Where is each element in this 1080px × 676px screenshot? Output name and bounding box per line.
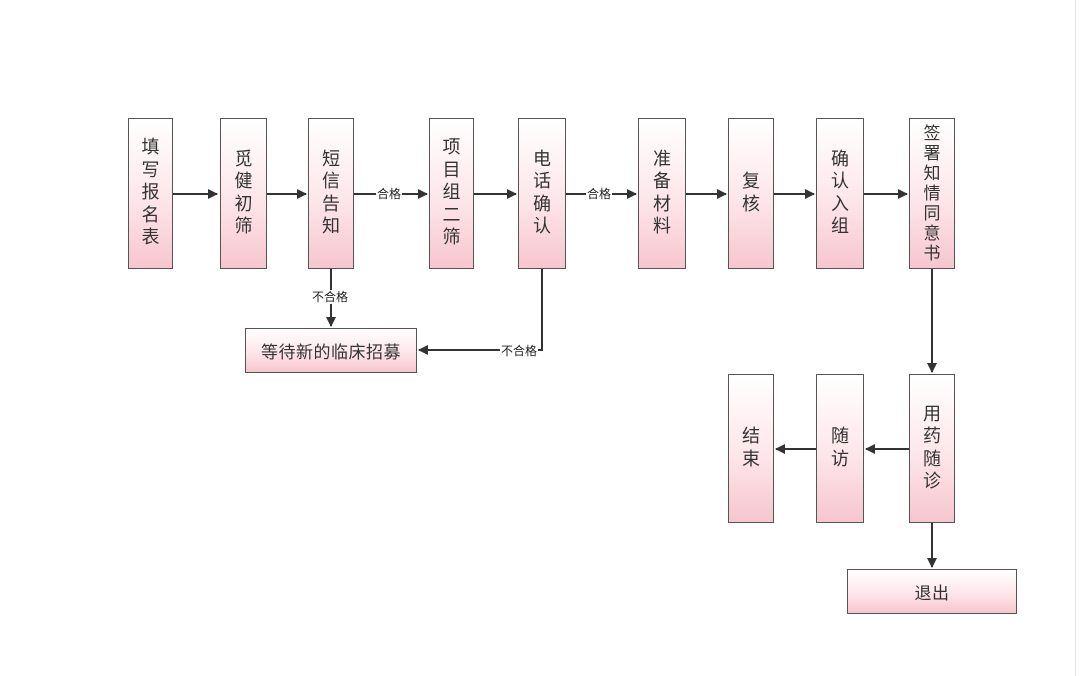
arrow-phone-to-wait xyxy=(418,269,543,355)
node-wait-recruit-label: 等待新的临床招募 xyxy=(261,343,401,363)
edge-label-fail-sms: 不合格 xyxy=(311,290,350,304)
node-wait-recruit: 等待新的临床招募 xyxy=(245,328,417,373)
node-confirm-enroll-label: 确认入组 xyxy=(831,148,849,238)
node-fill-form-label: 填写报名表 xyxy=(141,137,160,249)
node-screening-label: 觅健初筛 xyxy=(234,148,253,238)
node-exit: 退出 xyxy=(847,569,1017,614)
edge-label-pass-phone: 合格 xyxy=(586,187,613,201)
node-sms-notice: 短信告知 xyxy=(308,118,354,269)
node-sign-consent: 签署知情同意书 xyxy=(909,118,955,269)
node-prepare-materials-label: 准备材料 xyxy=(653,148,671,238)
node-project-screen: 项目组二筛 xyxy=(429,118,474,269)
node-screening: 觅健初筛 xyxy=(220,118,267,269)
node-review-label: 复核 xyxy=(742,171,760,215)
node-project-screen-label: 项目组二筛 xyxy=(442,137,461,249)
node-end: 结束 xyxy=(728,374,774,523)
node-sms-notice-label: 短信告知 xyxy=(322,148,340,238)
node-exit-label: 退出 xyxy=(914,584,950,604)
node-fill-form: 填写报名表 xyxy=(128,118,173,269)
node-confirm-enroll: 确认入组 xyxy=(816,118,864,269)
right-edge-divider xyxy=(1075,0,1076,676)
node-phone-confirm-label: 电话确认 xyxy=(533,148,551,238)
node-followup: 随访 xyxy=(816,374,864,523)
node-phone-confirm: 电话确认 xyxy=(518,118,566,269)
edge-label-pass-sms: 合格 xyxy=(376,187,403,201)
edge-label-fail-phone: 不合格 xyxy=(500,344,539,358)
node-prepare-materials: 准备材料 xyxy=(638,118,686,269)
node-followup-label: 随访 xyxy=(831,426,849,470)
node-review: 复核 xyxy=(728,118,774,269)
node-medication-followup: 用药随诊 xyxy=(909,374,955,523)
node-end-label: 结束 xyxy=(742,426,760,470)
node-medication-followup-label: 用药随诊 xyxy=(923,403,941,493)
node-sign-consent-label: 签署知情同意书 xyxy=(923,123,941,264)
